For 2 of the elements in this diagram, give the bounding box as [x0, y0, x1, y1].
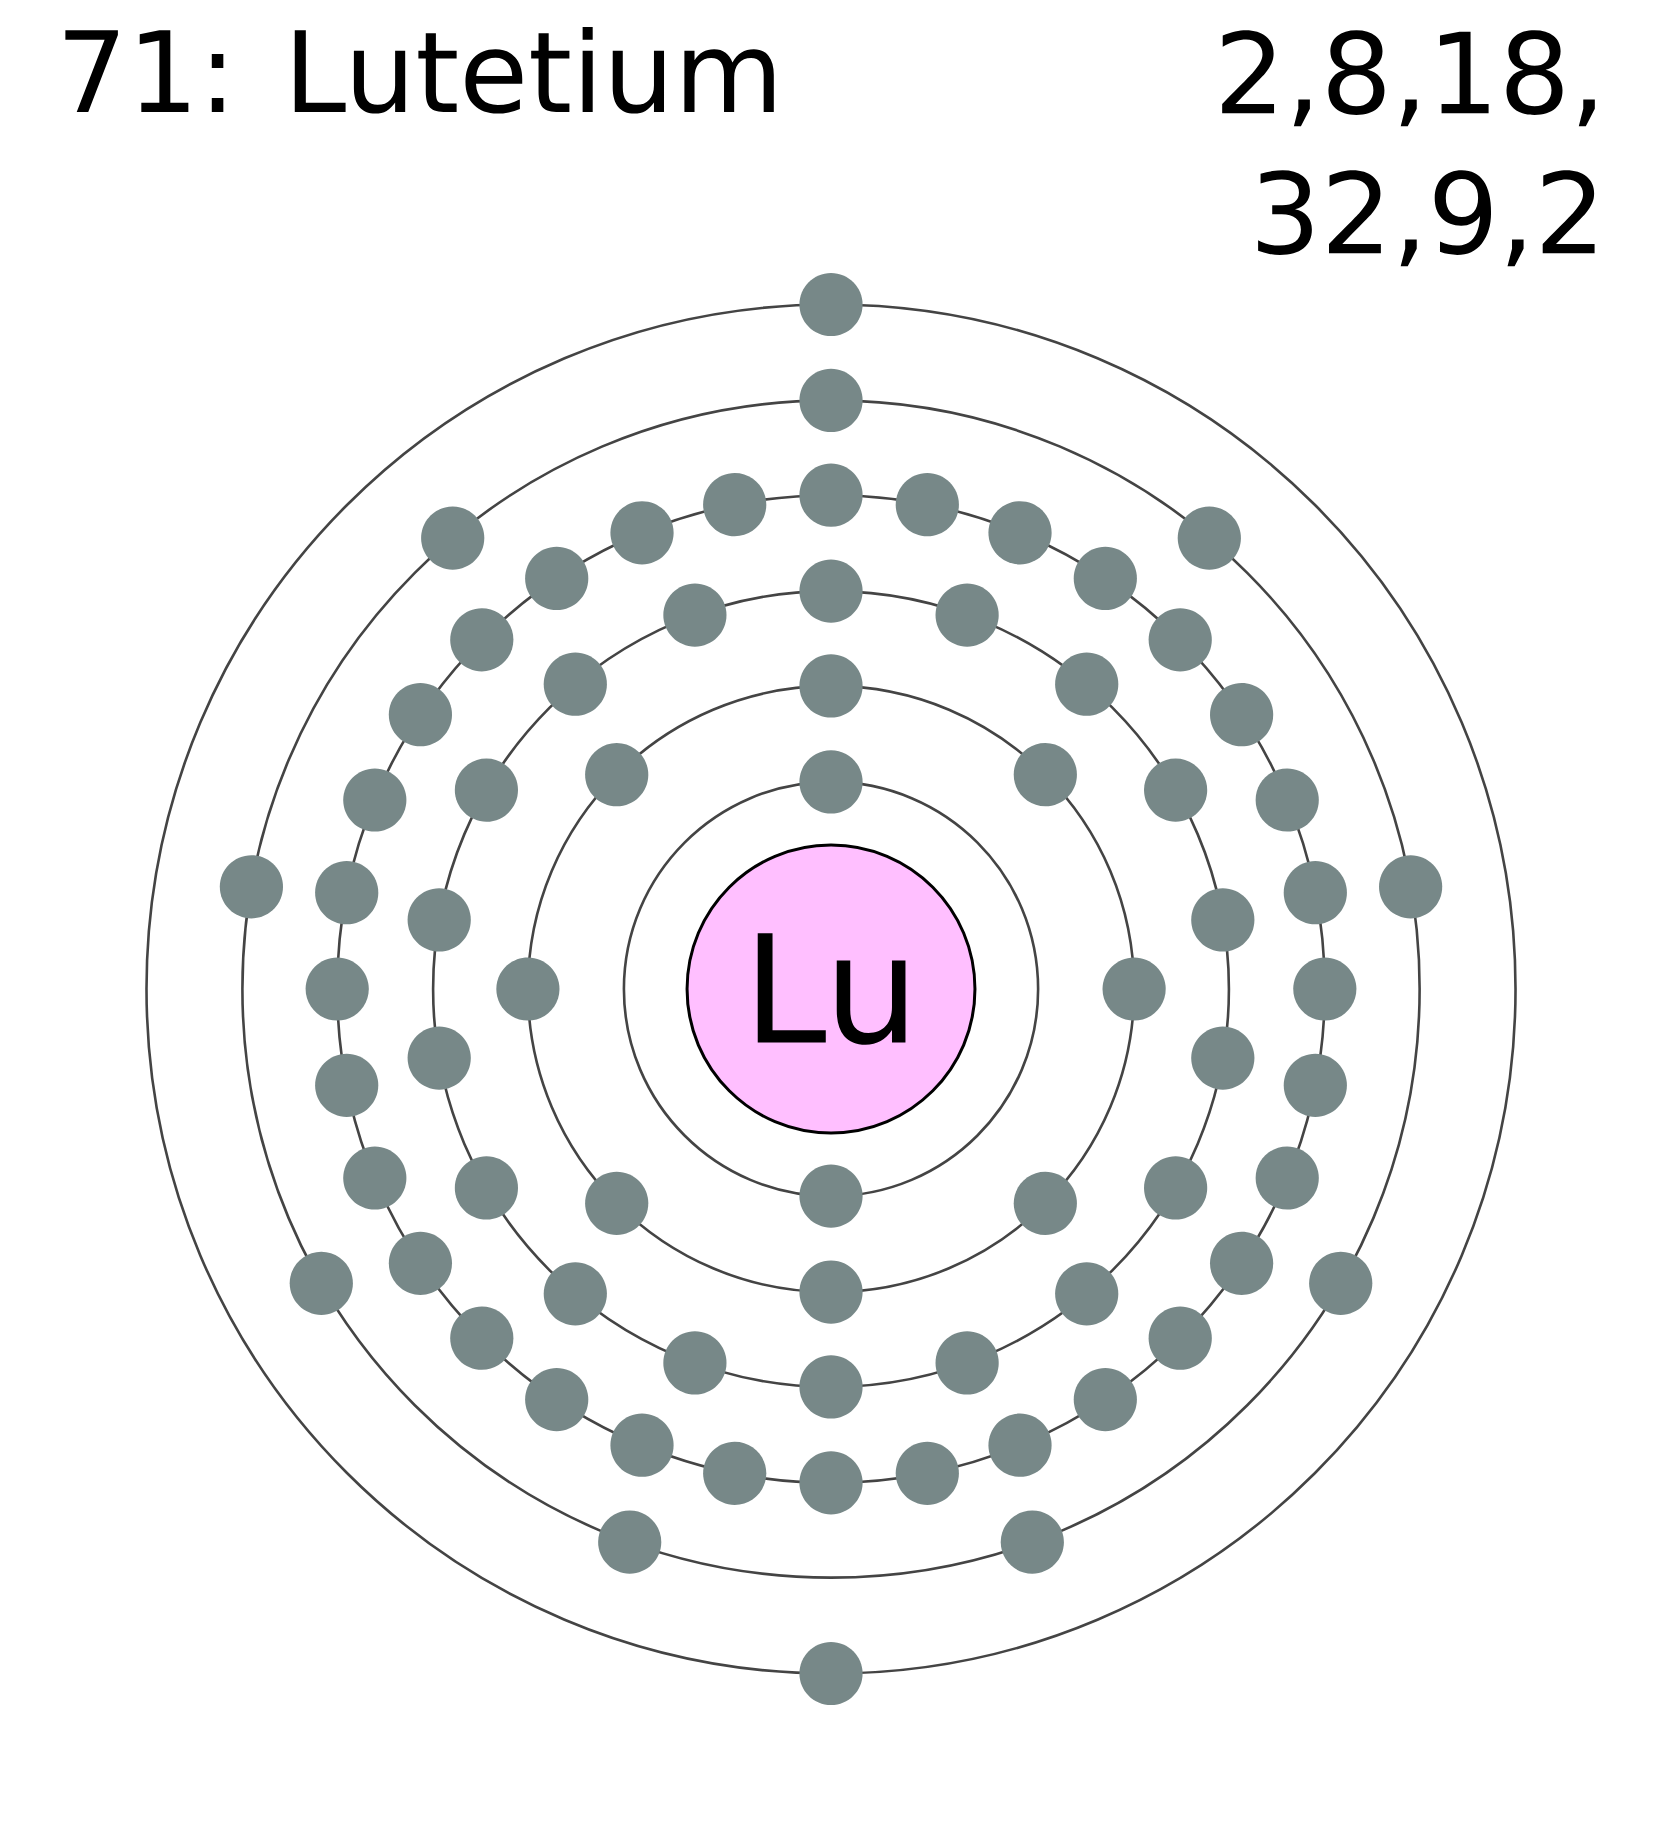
electron-configuration: 2,8,18, 32,9,2: [1222, 30, 1595, 267]
title: 71: Lutetium: [65, 26, 774, 114]
